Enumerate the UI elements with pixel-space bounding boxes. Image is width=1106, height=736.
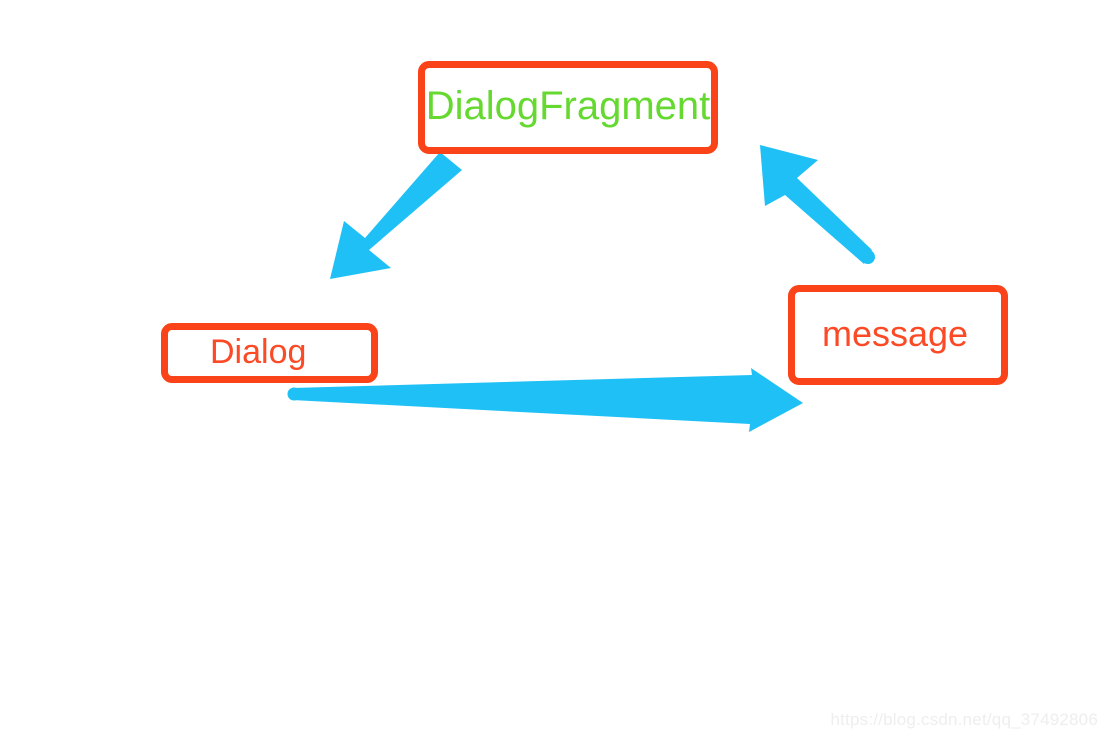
edge-message-to-dialogfragment xyxy=(760,145,875,264)
node-message[interactable]: message xyxy=(788,285,1008,385)
node-dialogfragment[interactable]: DialogFragment xyxy=(418,61,718,154)
node-message-label: message xyxy=(822,313,969,354)
node-dialog[interactable]: Dialog xyxy=(161,323,378,383)
edge-dialogfragment-to-dialog xyxy=(330,152,462,279)
node-dialogfragment-label: DialogFragment xyxy=(425,84,711,128)
node-dialog-label: Dialog xyxy=(210,333,307,371)
watermark-text: https://blog.csdn.net/qq_37492806 xyxy=(830,710,1098,729)
